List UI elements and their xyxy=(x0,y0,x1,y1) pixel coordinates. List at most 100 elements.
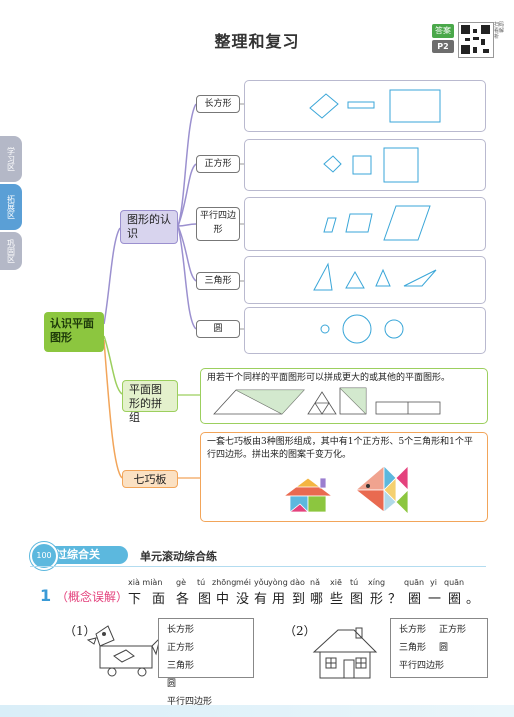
question-char: 图 xyxy=(198,592,212,607)
pinyin: xià miàn xyxy=(128,578,163,587)
combination-description: 用若干个同样的平面图形可以拼成更大的或其他的平面图形。 xyxy=(207,373,451,383)
branch-shape-recognition: 图形的认识 xyxy=(120,210,178,244)
branch-shape-combination: 平面图形的拼组 xyxy=(122,380,178,424)
question-char: 些 xyxy=(330,592,344,607)
mindmap-root: 认识平面图形 xyxy=(44,312,104,352)
parallelogram-shape-3 xyxy=(383,205,431,241)
tab-study[interactable]: 学习区 xyxy=(0,136,22,182)
square-shape-3 xyxy=(383,147,419,183)
option-triangle[interactable]: 三角形 xyxy=(167,661,195,671)
triangle-examples xyxy=(244,256,486,304)
section-subtitle: 单元滚动综合练 xyxy=(140,550,217,563)
question-char: 下 xyxy=(128,592,142,607)
tangram-box: 一套七巧板由3种图形组成，其中有1个正方形、5个三角形和1个平行四边形。拼出来的… xyxy=(200,432,488,522)
question-char: 面 xyxy=(152,592,166,607)
option-rectangle[interactable]: 长方形 xyxy=(167,625,195,635)
pinyin: xiē xyxy=(330,578,342,587)
tangram-description: 一套七巧板由3种图形组成，其中有1个正方形、5个三角形和1个平行四边形。拼出来的… xyxy=(207,437,473,460)
house-chimney xyxy=(355,627,363,639)
page-badge: P2 xyxy=(432,40,454,53)
pinyin: dào xyxy=(290,578,305,587)
question-char: 形 xyxy=(370,592,384,607)
triangle-shape-4 xyxy=(403,269,437,287)
duck-wheel-1 xyxy=(107,667,117,677)
triangle-shape-2 xyxy=(345,270,365,289)
tab-extend[interactable]: 拓展区 xyxy=(0,184,22,230)
question-number: 1 xyxy=(40,586,52,605)
house-door xyxy=(343,659,355,679)
option-square[interactable]: 正方形 xyxy=(167,643,195,653)
pinyin: quān xyxy=(444,578,465,587)
pinyin: yǒu xyxy=(254,578,269,587)
triangle-shape-3 xyxy=(375,268,391,287)
qr-code-icon[interactable] xyxy=(458,22,494,58)
rectangle-examples xyxy=(244,80,486,132)
leaf-rectangle: 长方形 xyxy=(196,95,240,113)
section-divider xyxy=(30,566,486,567)
question-char: 圈 xyxy=(448,592,462,607)
duck-wing-parallelogram xyxy=(113,649,135,663)
question-char: 图 xyxy=(350,592,364,607)
question-char: 有 xyxy=(254,592,268,607)
leaf-triangle: 三角形 xyxy=(196,272,240,290)
rectangle-shape-3 xyxy=(389,89,441,123)
parallelogram-examples xyxy=(244,197,486,251)
house-wall xyxy=(319,651,371,679)
question-tag: （概念误解） xyxy=(56,590,129,604)
option-triangle[interactable]: 三角形 xyxy=(399,643,427,653)
part-1-options: 长方形正方形 三角形圆 平行四边形 xyxy=(158,618,254,707)
part-2-options: 长方形 正方形 三角形 圆 平行四边形 xyxy=(390,618,488,678)
option-parallelogram[interactable]: 平行四边形 xyxy=(399,661,445,671)
pinyin: gè xyxy=(176,578,186,587)
part-1-label: （1） xyxy=(64,624,96,638)
question-char: ？ xyxy=(388,592,402,607)
pinyin: nǎ xyxy=(310,578,320,587)
square-shape-1 xyxy=(323,155,342,173)
footer-decoration xyxy=(0,705,514,717)
circle-shape-3 xyxy=(384,319,404,339)
square-shape-2 xyxy=(352,155,372,175)
duck-body-rectangle xyxy=(99,645,153,669)
pinyin: yòng xyxy=(268,578,288,587)
tangram-house xyxy=(282,477,334,513)
leaf-circle: 圆 xyxy=(196,320,240,338)
pinyin: tú xyxy=(350,578,359,587)
leaf-parallelogram: 平行四边形 xyxy=(196,207,240,241)
pinyin: tú xyxy=(197,578,206,587)
square-examples xyxy=(244,139,486,191)
duck-head-square xyxy=(95,625,115,647)
circle-shape-1 xyxy=(320,324,330,334)
circle-shape-2 xyxy=(342,314,372,344)
page-title: 整理和复习 xyxy=(214,32,300,51)
tangram-fish xyxy=(354,465,409,515)
question-char: 没 xyxy=(236,592,250,607)
question-char: 圈 xyxy=(408,592,422,607)
pinyin: yi xyxy=(430,578,437,587)
question-char: 中 xyxy=(216,592,230,607)
question-char: 一 xyxy=(428,592,442,607)
triangle-shape-1 xyxy=(313,262,333,291)
pinyin: xíng xyxy=(368,578,386,587)
duck-beak-triangle xyxy=(86,637,97,645)
option-square[interactable]: 正方形 xyxy=(439,625,467,635)
rectangle-shape-1 xyxy=(309,93,339,119)
rectangle-shape-2 xyxy=(347,101,375,109)
answer-badge[interactable]: 答案 xyxy=(432,24,454,38)
house-roof xyxy=(312,629,378,653)
option-rectangle[interactable]: 长方形 xyxy=(399,625,427,635)
pinyin: quān xyxy=(404,578,425,587)
leaf-square: 正方形 xyxy=(196,155,240,173)
question-char: 各 xyxy=(176,592,190,607)
question-char: 用 xyxy=(272,592,286,607)
duck-wheel-2 xyxy=(137,667,147,677)
option-circle[interactable]: 圆 xyxy=(439,643,449,653)
option-circle[interactable]: 圆 xyxy=(167,679,177,689)
option-parallelogram[interactable]: 平行四边形 xyxy=(167,697,213,707)
pinyin: méi xyxy=(236,578,251,587)
tab-consolidate[interactable]: 巩固区 xyxy=(0,232,22,270)
branch-tangram: 七巧板 xyxy=(122,470,178,488)
parallelogram-shape-1 xyxy=(323,217,337,233)
